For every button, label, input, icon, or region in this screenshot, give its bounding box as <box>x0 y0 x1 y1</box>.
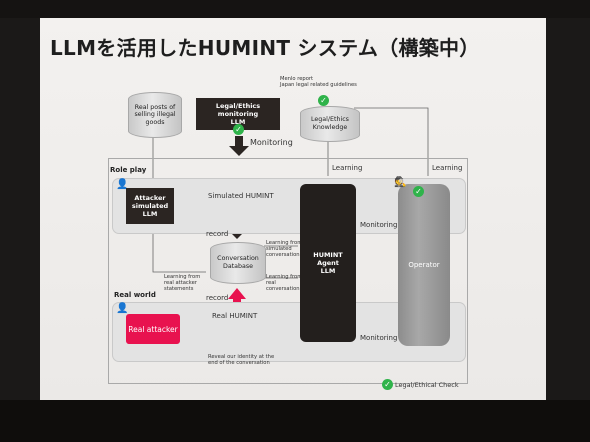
real-attacker-label: Real attacker <box>128 324 178 334</box>
check-icon: ✓ <box>318 95 329 106</box>
attacker-sim-person-icon: 👤 <box>116 179 129 190</box>
real-posts-line-2: selling illegal <box>134 111 176 119</box>
real-attacker-person-icon: 👤 <box>116 303 129 314</box>
check-icon: ✓ <box>413 186 424 197</box>
arrow-record-up <box>228 288 246 309</box>
reveal-line-2: end of the conversation <box>208 360 270 367</box>
real-posts-line-3: goods <box>145 118 165 126</box>
learn-real-line-3: conversation <box>266 286 300 293</box>
agent-line-2: Agent <box>317 259 339 267</box>
learn-sim-line-3: conversation <box>266 252 300 259</box>
record-label-lower: record <box>206 294 229 302</box>
attacker-sim-line-2: simulated <box>131 202 169 210</box>
monitoring-label-upper: Monitoring <box>360 221 398 229</box>
agent-line-3: LLM <box>320 267 336 275</box>
learn-sim-line-2: simulated <box>266 246 292 253</box>
attacker-simulated-llm: Attacker simulated LLM <box>126 188 174 224</box>
real-posts-line-1: Real posts of <box>134 103 176 111</box>
learn-attacker-line-1: Learning from <box>164 274 201 280</box>
knowledge-line-1: Legal/Ethics <box>311 116 349 124</box>
ethics-llm-line-2: LLM <box>230 118 246 126</box>
record-label-upper: record <box>206 230 229 238</box>
legal-ethics-knowledge-db: Legal/Ethics Knowledge <box>300 106 360 142</box>
learn-real-line-2: real <box>266 280 276 287</box>
menlo-note: Menlo report Japan legal related guideli… <box>280 76 357 88</box>
legal-ethical-check-legend: Legal/Ethical Check <box>395 381 459 389</box>
learn-attacker-line-3: statements <box>164 286 194 293</box>
reveal-identity-note: Reveal our identity at the end of the co… <box>208 354 274 366</box>
humint-agent-llm: HUMINT Agent LLM <box>300 184 356 342</box>
agent-line-1: HUMINT <box>313 251 343 259</box>
screen-frame-bottom <box>0 400 590 442</box>
simulated-humint-label: Simulated HUMINT <box>208 192 274 200</box>
conversation-database: Conversation Database <box>210 242 266 284</box>
ethics-llm-line-1: Legal/Ethics monitoring <box>215 102 261 118</box>
screen-frame-top <box>0 0 590 18</box>
attacker-sim-line-3: LLM <box>142 210 158 218</box>
real-world-label: Real world <box>114 291 156 299</box>
conversation-db-line-2: Database <box>222 263 254 270</box>
learn-sim-line-1: Learning from <box>266 240 303 246</box>
conversation-db-line-1: Conversation <box>217 255 259 263</box>
real-humint-label: Real HUMINT <box>212 312 258 320</box>
operator-label: Operator <box>408 261 440 269</box>
slide: LLMを活用したHUMINT システム（構築中） R <box>40 18 546 400</box>
learning-from-simulated-note: Learning from simulated conversation <box>266 240 302 259</box>
line-knowledge-right <box>354 107 429 176</box>
real-attacker: Real attacker <box>126 314 180 344</box>
slide-title: LLMを活用したHUMINT システム（構築中） <box>50 36 480 60</box>
learn-attacker-line-2: real attacker <box>164 280 197 287</box>
monitoring-label-top: Monitoring <box>250 138 293 147</box>
check-icon: ✓ <box>233 124 244 135</box>
attacker-sim-line-1: Attacker <box>134 194 166 202</box>
menlo-note-line-2: Japan legal related guidelines <box>280 82 357 89</box>
check-icon: ✓ <box>382 379 393 390</box>
monitoring-label-lower: Monitoring <box>360 334 398 342</box>
role-play-label: Role play <box>110 166 147 174</box>
system-frame <box>108 158 468 384</box>
arrow-monitoring-down <box>229 136 249 156</box>
reveal-line-1: Reveal our identity at the <box>208 354 275 360</box>
menlo-note-line-1: Menlo report <box>280 76 314 82</box>
real-posts-db: Real posts of selling illegal goods <box>128 92 182 138</box>
learning-from-real-note: Learning from real conversation <box>266 274 302 293</box>
learning-from-attacker-note: Learning from real attacker statements <box>164 274 200 293</box>
learn-real-line-1: Learning from <box>266 274 303 280</box>
operator: Operator <box>398 184 450 346</box>
knowledge-line-2: Knowledge <box>312 124 348 131</box>
learning-label-left: Learning <box>332 164 363 172</box>
operator-person-icon: 🕵 <box>394 177 407 188</box>
learning-label-right: Learning <box>432 164 463 172</box>
